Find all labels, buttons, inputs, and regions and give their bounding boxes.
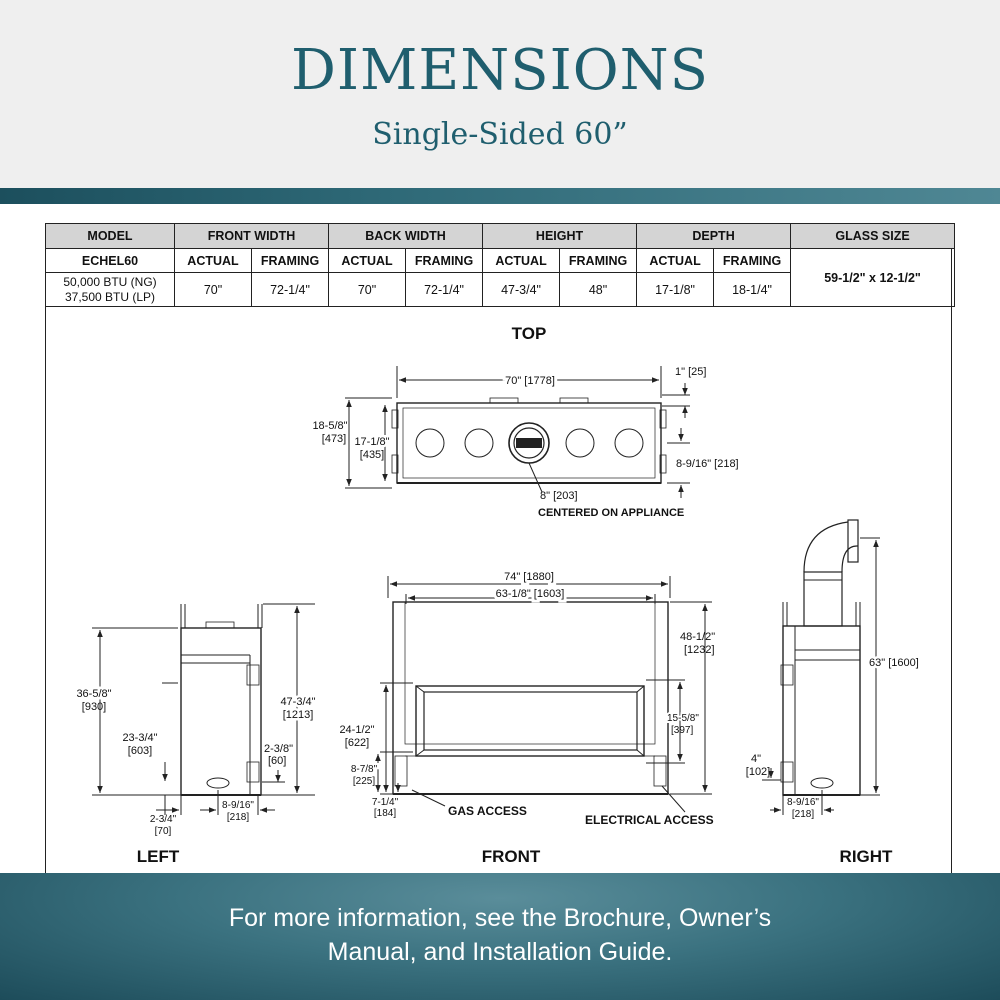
top-knockout	[464, 428, 494, 458]
right-view	[762, 519, 880, 815]
dim-right-small-mm: [102]	[746, 766, 770, 778]
top-knockout	[565, 428, 595, 458]
model-name: ECHEL60	[45, 248, 175, 273]
dim-left-vent-mm: [218]	[227, 812, 249, 823]
dim-front-overall-width: 74" [1880]	[504, 571, 554, 583]
dim-top-width: 70" [1778]	[505, 375, 555, 387]
note-electrical-access: ELECTRICAL ACCESS	[585, 813, 714, 827]
dim-front-glass-mm: [397]	[671, 725, 693, 736]
dim-front-inner-width: 63-1/8" [1603]	[496, 588, 565, 600]
model-btu: 50,000 BTU (NG) 37,500 BTU (LP)	[45, 272, 175, 307]
dim-top-depth-outer-in: 18-5/8"	[312, 420, 347, 432]
table-header-row: MODEL FRONT WIDTH BACK WIDTH HEIGHT DEPT…	[45, 223, 956, 249]
dim-right-vent-mm: [218]	[792, 809, 814, 820]
dim-left-total-mm: [1213]	[283, 709, 314, 721]
dim-top-vent-dia: 8" [203]	[540, 490, 578, 502]
sub-framing: FRAMING	[559, 248, 638, 273]
dim-top-depth-inner-mm: [435]	[360, 449, 384, 461]
footer-banner: For more information, see the Brochure, …	[0, 873, 1000, 1000]
header-model: MODEL	[45, 223, 175, 249]
header-banner: DIMENSIONS Single-Sided 60”	[0, 0, 1000, 190]
top-knockout	[614, 428, 644, 458]
view-label-front: FRONT	[482, 847, 541, 866]
header-glass-size: GLASS SIZE	[790, 223, 956, 249]
dim-front-opening-in: 24-1/2"	[339, 724, 374, 736]
btu-lp: 37,500 BTU (LP)	[64, 289, 156, 304]
view-label-right: RIGHT	[840, 847, 894, 866]
dim-left-bottom-mm: [70]	[155, 826, 172, 837]
dim-right-height: 63" [1600]	[869, 657, 919, 669]
note-centered: CENTERED ON APPLIANCE	[538, 507, 684, 519]
dim-front-opening-mm: [622]	[345, 737, 369, 749]
dim-left-mid-mm: [603]	[128, 745, 152, 757]
dim-front-base-mm: [184]	[374, 808, 396, 819]
view-label-top: TOP	[512, 324, 547, 343]
dim-front-height-in: 48-1/2"	[680, 631, 715, 643]
dim-left-top-in: 36-5/8"	[76, 688, 111, 700]
dim-left-bottom-in: 2-3/4"	[150, 814, 177, 825]
top-knockout	[415, 428, 445, 458]
height-framing-value: 48"	[559, 272, 638, 307]
dim-left-side-in: 2-3/8"	[264, 743, 293, 755]
page-subtitle: Single-Sided 60”	[372, 117, 628, 152]
sub-framing: FRAMING	[713, 248, 792, 273]
dim-top-depth-inner-in: 17-1/8"	[354, 436, 389, 448]
left-view	[92, 603, 315, 815]
accent-band	[0, 188, 1000, 204]
glass-size-value: 59-1/2" x 12-1/2"	[790, 248, 956, 307]
back-framing-value: 72-1/4"	[405, 272, 484, 307]
dim-front-glass-in: 15-5/8"	[667, 713, 699, 724]
dim-top-depth-outer-mm: [473]	[322, 433, 346, 445]
dim-left-total-in: 47-3/4"	[280, 696, 315, 708]
depth-actual-value: 17-1/8"	[636, 272, 715, 307]
table-value-row: 50,000 BTU (NG) 37,500 BTU (LP) 70" 72-1…	[45, 272, 955, 307]
dim-front-height-mm: [1232]	[684, 644, 715, 656]
dim-left-side-mm: [60]	[268, 755, 286, 767]
dim-front-base-in: 7-1/4"	[372, 797, 399, 808]
footer-line-2: Manual, and Installation Guide.	[327, 938, 673, 966]
front-framing-value: 72-1/4"	[250, 272, 330, 307]
note-gas-access: GAS ACCESS	[448, 804, 527, 818]
left-unit-outline	[180, 627, 262, 796]
header-height: HEIGHT	[482, 223, 638, 249]
btu-ng: 50,000 BTU (NG)	[63, 274, 157, 289]
table-subheader-row: ECHEL60 ACTUAL FRAMING ACTUAL FRAMING AC…	[45, 248, 956, 307]
dim-top-vent-offset: 8-9/16" [218]	[676, 458, 739, 470]
front-unit-outline	[392, 601, 669, 795]
footer-line-1: For more information, see the Brochure, …	[228, 904, 772, 932]
depth-framing-value: 18-1/4"	[713, 272, 792, 307]
front-view	[375, 576, 712, 813]
footer-text: For more information, see the Brochure, …	[120, 901, 880, 969]
dim-front-gas-in: 8-7/8"	[351, 764, 378, 775]
sub-framing: FRAMING	[250, 248, 330, 273]
sub-actual: ACTUAL	[482, 248, 561, 273]
page-title: DIMENSIONS	[291, 38, 709, 103]
front-glass	[423, 691, 638, 751]
dim-left-mid-in: 23-3/4"	[122, 732, 157, 744]
top-view	[345, 366, 690, 498]
spec-table: MODEL FRONT WIDTH BACK WIDTH HEIGHT DEPT…	[45, 223, 956, 307]
right-vent-pipe	[803, 571, 843, 627]
dim-left-top-mm: [930]	[82, 701, 106, 713]
dim-front-gas-mm: [225]	[353, 776, 375, 787]
header-depth: DEPTH	[636, 223, 792, 249]
dim-top-flange: 1" [25]	[675, 366, 706, 378]
back-actual-value: 70"	[328, 272, 407, 307]
top-inner-outline	[402, 407, 656, 479]
dim-right-vent-in: 8-9/16"	[787, 797, 819, 808]
front-opening	[415, 685, 645, 757]
dim-left-vent-in: 8-9/16"	[222, 800, 254, 811]
dim-right-small-in: 4"	[751, 753, 761, 765]
height-actual-value: 47-3/4"	[482, 272, 561, 307]
view-label-left: LEFT	[137, 847, 180, 866]
